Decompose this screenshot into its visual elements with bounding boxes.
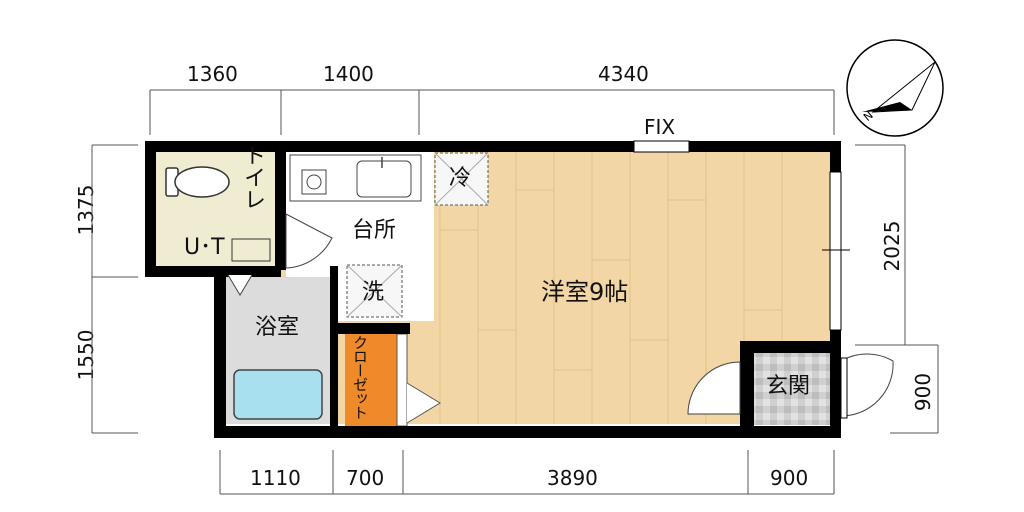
closet-door-icon [406,382,441,424]
bathroom-label: 浴室 [255,315,300,340]
fix-window-icon [633,140,690,153]
dim-top-2: 1400 [323,62,374,86]
bathtub-icon [233,369,323,420]
toilet-label: トイレ [240,144,265,210]
entrance-floor [754,353,832,425]
stove-icon [301,169,327,195]
toilet-door-icon [285,213,333,269]
dim-top-1: 1360 [187,62,238,86]
closet-label: クローゼット [351,335,369,419]
right-window-icon [829,171,842,331]
dim-bottom-4: 900 [770,466,809,490]
compass-north-icon: N [846,39,944,137]
refrigerator-label: 冷 [449,166,472,191]
washer-label: 洗 [362,280,385,305]
dim-bottom-2: 700 [346,466,385,490]
western-room-label: 洋室9帖 [541,278,629,306]
kitchen-sink-icon [356,160,412,198]
kitchen-label: 台所 [352,218,397,243]
bath-door-icon [227,274,253,296]
wood-grain [439,151,783,424]
dim-bottom-3: 3890 [547,466,598,490]
entrance-label: 玄関 [766,374,811,399]
dim-top-3: 4340 [598,62,649,86]
toilet-fixture-icon [165,166,230,198]
fix-window-label: FIX [644,115,676,139]
closet-area [345,334,397,426]
dimension-lines [91,89,939,495]
entrance-inner-door-icon [687,361,741,415]
dim-bottom-1: 1110 [250,466,301,490]
unit-bath-label: U･T [184,235,225,260]
entrance-outer-door-icon [840,353,894,417]
